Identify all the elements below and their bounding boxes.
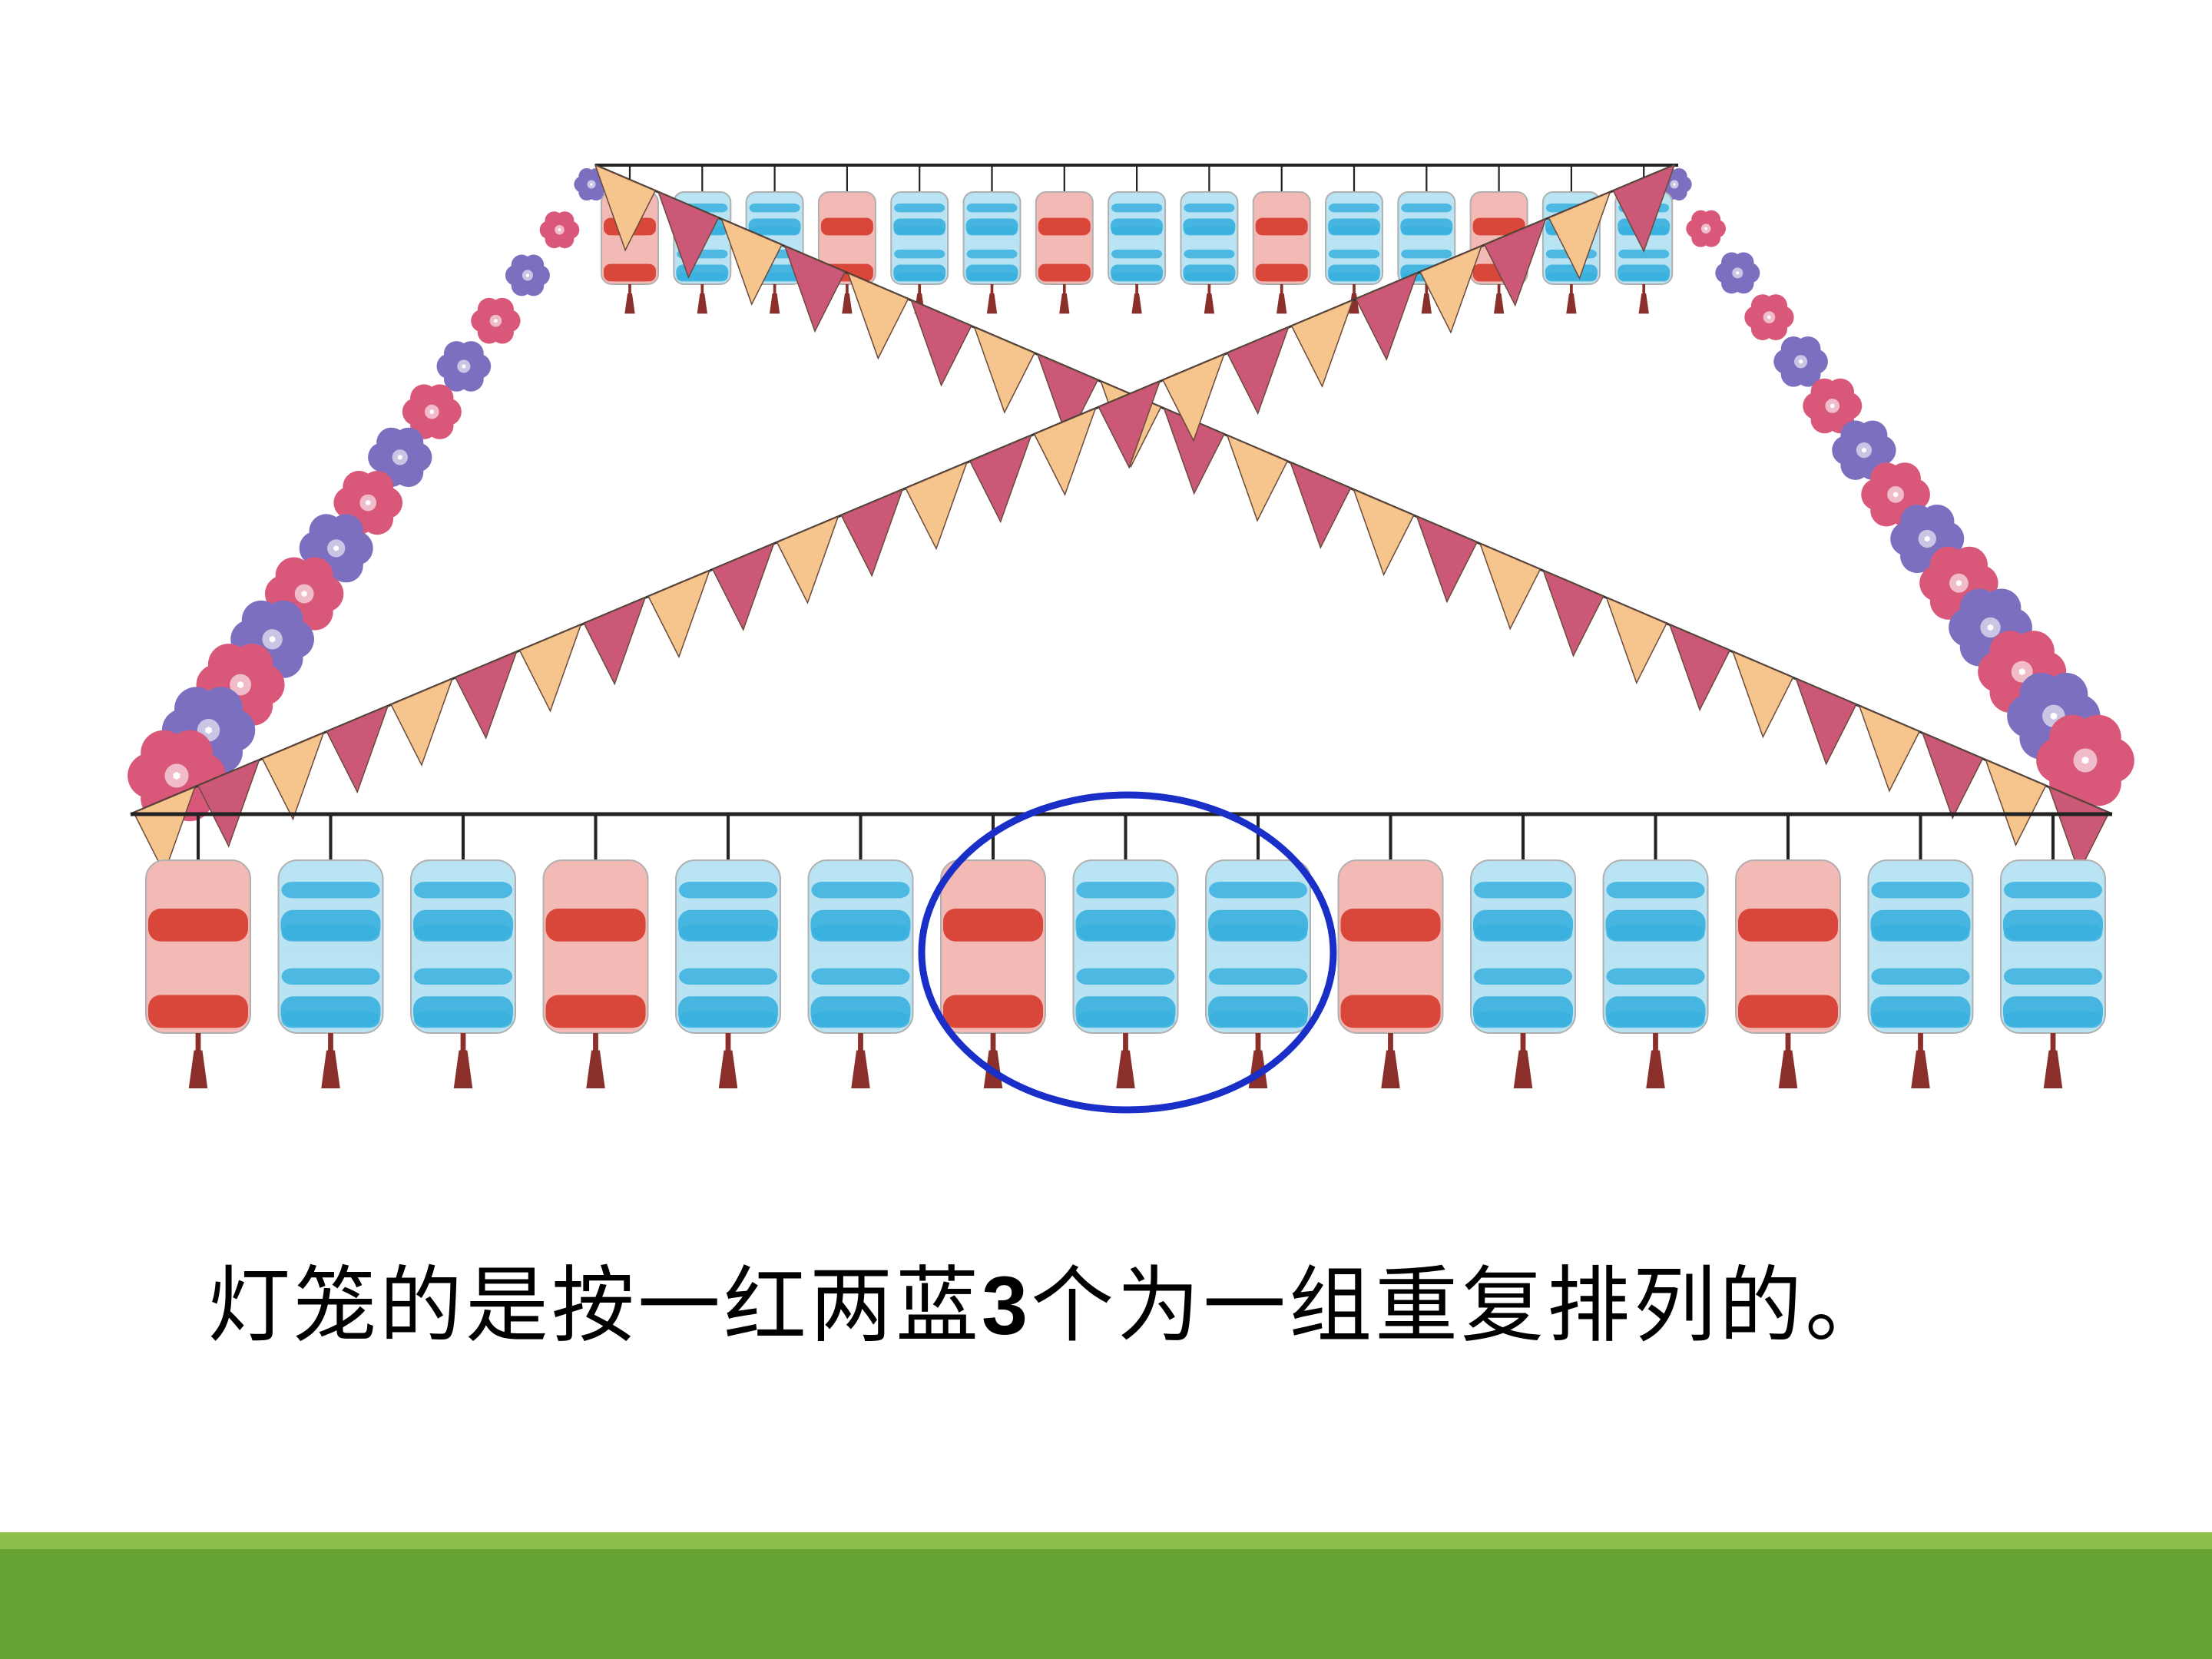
flower	[333, 470, 403, 535]
bunting-flag	[1479, 542, 1541, 631]
bottom-lantern-11	[1470, 814, 1576, 1088]
flower	[1744, 294, 1794, 340]
caption-part1: 灯笼的是按一红两蓝	[207, 1258, 982, 1354]
bottom-lantern-5	[675, 814, 781, 1088]
bunting-flag	[1416, 515, 1479, 604]
bunting-flag	[1795, 677, 1857, 766]
bunting-flag	[969, 434, 1032, 524]
bunting-flag	[1419, 245, 1483, 334]
bottom-lantern-10	[1337, 814, 1444, 1088]
flower	[505, 254, 550, 296]
bottom-lantern-6	[807, 814, 914, 1088]
flower	[1715, 252, 1760, 294]
bunting-flag	[2048, 786, 2110, 874]
caption-part2: 个为一组重复排列的。	[1031, 1258, 1892, 1354]
bunting-flag	[1033, 407, 1097, 496]
bottom-lantern-13	[1735, 814, 1841, 1088]
bottom-lantern-14	[1867, 814, 1974, 1088]
bunting-flag	[1858, 704, 1921, 793]
bottom-lantern-4	[542, 814, 649, 1088]
bunting-flags	[130, 164, 2113, 875]
bunting-flag	[1612, 164, 1676, 253]
bottom-lantern-15	[2000, 814, 2106, 1088]
flower	[539, 211, 580, 249]
bottom-lantern-9	[1205, 814, 1311, 1088]
bunting-flag	[326, 704, 389, 794]
flower	[471, 297, 521, 344]
bottom-lantern-7	[940, 814, 1046, 1088]
bunting-flag	[1605, 596, 1667, 684]
bottom-lantern-12	[1602, 814, 1709, 1088]
caption-text: 灯笼的是按一红两蓝3个为一组重复排列的。	[207, 1237, 2051, 1375]
bunting-flag	[1036, 353, 1099, 442]
bunting-flag	[783, 245, 846, 333]
top-lantern-4	[817, 165, 876, 314]
top-lantern-11	[1325, 165, 1383, 314]
bottom-lantern-row	[145, 814, 2106, 1088]
bunting-flag	[1483, 218, 1547, 307]
bunting-flag	[133, 786, 197, 875]
flower	[1773, 336, 1828, 387]
bunting-flag	[390, 677, 454, 767]
bunting-flag	[647, 569, 711, 659]
top-lantern-7	[1035, 165, 1094, 314]
bottom-lantern-3	[410, 814, 516, 1088]
bunting-flag	[776, 515, 839, 604]
bunting-flag	[1921, 732, 1984, 820]
bunting-flag	[711, 542, 775, 631]
bunting-flag	[1985, 759, 2047, 847]
bunting-flag	[583, 596, 647, 686]
bunting-flag	[1226, 326, 1290, 416]
flower-garlands	[127, 167, 2134, 822]
flower	[436, 341, 492, 392]
bunting-flag	[1548, 190, 1611, 280]
caption-number: 3	[982, 1259, 1031, 1352]
bunting-flag	[1098, 380, 1161, 469]
top-lantern-10	[1252, 165, 1311, 314]
bunting-flag	[846, 272, 909, 360]
bunting-flag	[840, 488, 904, 578]
bunting-flag	[594, 164, 657, 252]
bunting-flag	[1353, 488, 1415, 577]
flower	[1832, 420, 1896, 480]
bunting-flag	[1226, 434, 1289, 522]
footer-line	[0, 1532, 2212, 1549]
top-lantern-12	[1397, 165, 1456, 314]
bunting-flag	[1290, 299, 1354, 389]
highlight-circle	[918, 791, 1337, 1114]
flower	[1803, 378, 1863, 434]
bunting-flag	[518, 624, 582, 713]
top-lantern-8	[1108, 165, 1167, 314]
bottom-lantern-8	[1072, 814, 1179, 1088]
flower	[1686, 210, 1726, 247]
footer-band	[0, 1532, 2212, 1659]
top-lantern-5	[890, 165, 949, 314]
bunting-flag	[261, 732, 325, 821]
bunting-flag	[1162, 353, 1226, 442]
bunting-flag	[905, 461, 969, 551]
flower	[402, 384, 462, 439]
bunting-flag	[1289, 461, 1352, 549]
bunting-flag	[1668, 624, 1731, 712]
bunting-flag	[720, 218, 783, 306]
bunting-flag	[454, 651, 518, 740]
top-lantern-6	[962, 165, 1022, 314]
bunting-flag	[1542, 569, 1604, 657]
bunting-flag	[1355, 272, 1419, 361]
bottom-lantern-2	[277, 814, 384, 1088]
bottom-lantern-1	[145, 814, 251, 1088]
bunting-flag	[973, 326, 1035, 414]
bunting-flag	[1731, 651, 1794, 739]
bunting-flag	[910, 299, 972, 387]
top-lantern-9	[1180, 165, 1239, 314]
bunting-flag	[657, 190, 720, 279]
